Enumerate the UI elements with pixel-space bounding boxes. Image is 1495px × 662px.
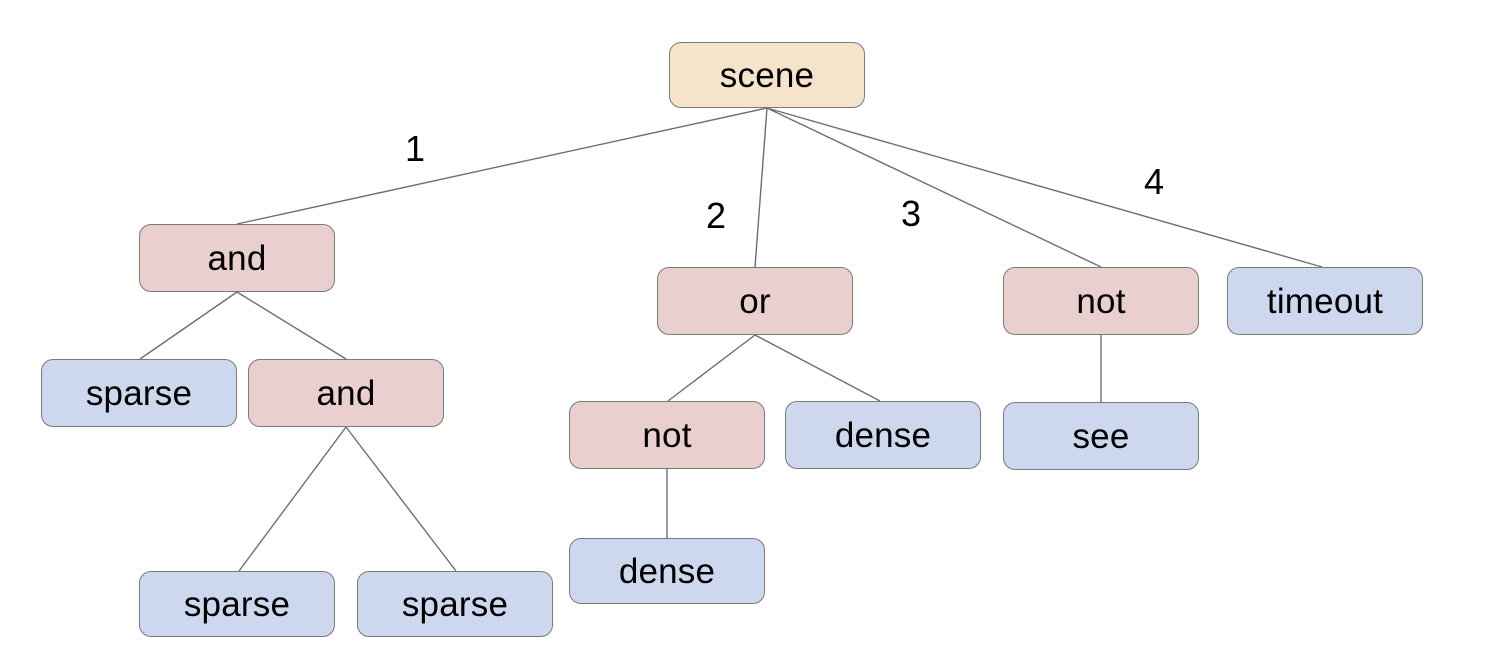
node-sparse-bottom-right: sparse [357, 571, 553, 637]
node-timeout: timeout [1227, 267, 1423, 335]
node-see-label: see [1072, 416, 1130, 456]
node-not-under-or-label: not [642, 415, 692, 455]
node-dense-under-or: dense [785, 401, 981, 469]
edge-label-2: 2 [705, 195, 727, 236]
edge-and2-sparse-left [238, 426, 347, 572]
edge-and2-sparse-right [345, 426, 457, 572]
node-sparse-bottom-left: sparse [139, 571, 335, 637]
node-dense-bottom: dense [569, 538, 765, 604]
node-dense-under-or-label: dense [834, 415, 932, 455]
node-and-1: and [139, 224, 335, 292]
edge-scene-and [236, 107, 768, 225]
node-scene-label: scene [719, 55, 815, 95]
edge-and-sparse [139, 291, 238, 360]
node-timeout-label: timeout [1266, 281, 1384, 321]
edge-scene-timeout [766, 107, 1323, 268]
node-not-under-or: not [569, 401, 765, 469]
node-or: or [657, 267, 853, 335]
edge-scene-not [766, 107, 1102, 268]
node-not-right: not [1003, 267, 1199, 335]
edge-label-3: 3 [900, 193, 922, 234]
node-sparse-upper: sparse [41, 359, 237, 427]
node-sparse-upper-label: sparse [85, 373, 193, 413]
node-sparse-bottom-right-label: sparse [401, 584, 509, 624]
edge-scene-or [754, 107, 768, 268]
node-or-label: or [739, 281, 771, 321]
node-sparse-bottom-left-label: sparse [183, 584, 291, 624]
node-scene: scene [669, 42, 865, 108]
edge-and-and [236, 291, 347, 360]
node-see: see [1003, 402, 1199, 470]
edge-or-not [667, 334, 756, 402]
node-and-1-label: and [207, 238, 267, 278]
node-dense-bottom-label: dense [618, 551, 716, 591]
edge-label-4: 4 [1143, 161, 1165, 202]
edge-or-dense [754, 334, 881, 402]
node-and-2: and [248, 359, 444, 427]
node-and-2-label: and [316, 373, 376, 413]
edge-label-1: 1 [404, 128, 426, 169]
node-not-right-label: not [1076, 281, 1126, 321]
